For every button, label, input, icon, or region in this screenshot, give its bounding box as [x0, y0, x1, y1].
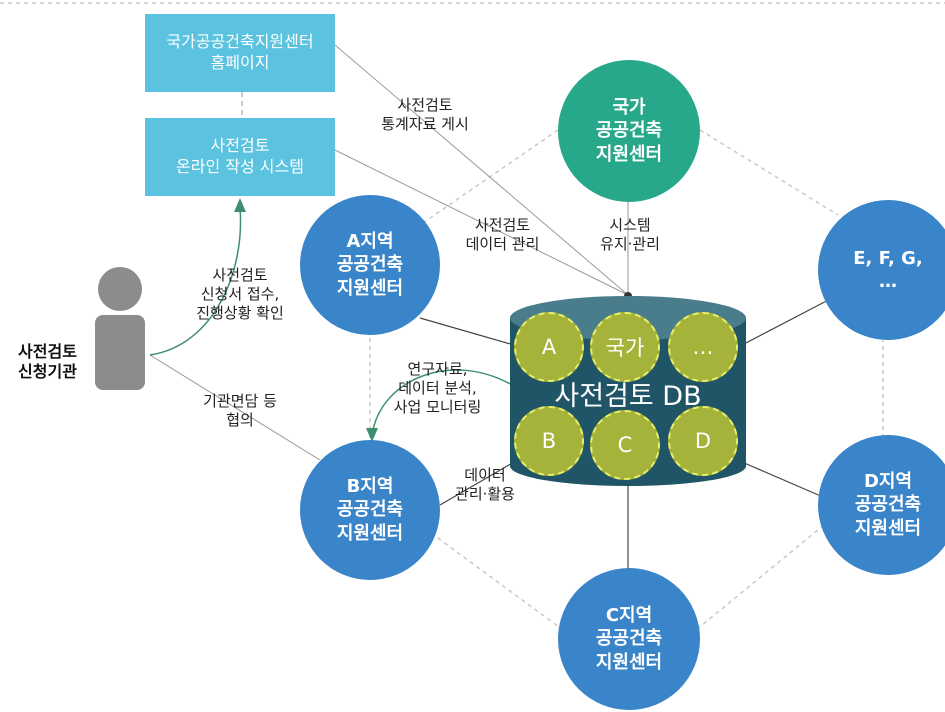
website-box: 국가공공건축지원센터 홈페이지: [145, 14, 335, 92]
region-efg-node: E, F, G, …: [818, 200, 945, 340]
db-cell-a: A: [514, 312, 584, 382]
region-c-node: C지역 공공건축 지원센터: [558, 568, 700, 710]
db-cell-national: 국가: [590, 312, 660, 382]
online-system-box: 사전검토 온라인 작성 시스템: [145, 118, 335, 196]
arrowhead-down: [366, 428, 378, 442]
db-cell-more: …: [668, 312, 738, 382]
receipt-label: 사전검토 신청서 접수, 진행상황 확인: [196, 266, 284, 322]
db-cell-b: B: [514, 406, 584, 476]
gray-connectors: [149, 44, 629, 461]
region-d-node: D지역 공공건축 지원센터: [818, 435, 945, 575]
applicant-label: 사전검토 신청기관: [18, 342, 77, 381]
research-label: 연구자료, 데이터 분석, 사업 모니터링: [393, 360, 482, 416]
consultation-label: 기관면담 등 협의: [203, 392, 277, 429]
data-usage-label: 데이터 관리·활용: [455, 466, 515, 503]
region-a-node: A지역 공공건축 지원센터: [300, 195, 440, 335]
hexagon-edges: [369, 129, 884, 636]
national-center-node: 국가 공공건축 지원센터: [558, 60, 700, 202]
system-maintenance-label: 시스템 유지·관리: [600, 216, 660, 253]
data-management-label: 사전검토 데이터 관리: [465, 216, 540, 253]
stats-label: 사전검토 통계자료 게시: [381, 96, 469, 133]
db-cell-d: D: [668, 406, 738, 476]
region-b-node: B지역 공공건축 지원센터: [300, 440, 440, 580]
db-title: 사전검토 DB: [554, 381, 702, 412]
db-cell-c: C: [590, 410, 660, 480]
arrowhead-up: [234, 198, 246, 212]
curved-arrows: [149, 207, 513, 436]
person-icon: [95, 267, 145, 390]
